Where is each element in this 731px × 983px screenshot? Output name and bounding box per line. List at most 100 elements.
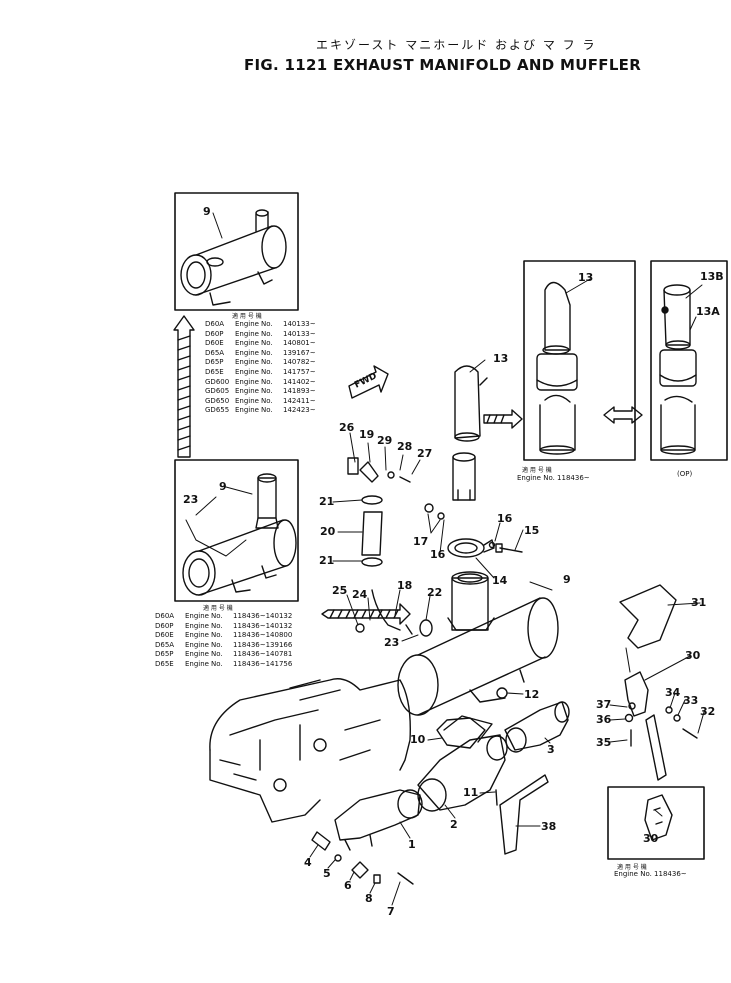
- callout-20: 20: [320, 525, 336, 538]
- panel-serial-note: Engine No. 118436~: [517, 474, 590, 482]
- bolt-15: [495, 543, 523, 553]
- lower-serial-heading: 適 用 号 機: [203, 605, 233, 612]
- callout-15: 15: [524, 524, 540, 537]
- washer-8: [373, 874, 381, 884]
- callout-36: 36: [596, 713, 612, 726]
- callout-16: 16: [497, 512, 513, 525]
- callout-27: 27: [417, 447, 433, 460]
- option-arrow-double: [603, 406, 643, 424]
- callout-21: 21: [319, 554, 335, 567]
- callout-7: 7: [387, 905, 395, 918]
- callout-32: 32: [700, 705, 716, 718]
- flange-10: [436, 717, 486, 749]
- nut-33: [673, 714, 681, 722]
- gasket-4: [311, 831, 331, 851]
- plug-25: [355, 623, 365, 633]
- manifold-1: [334, 789, 423, 851]
- panel-serial-heading: 適 用 号 機: [522, 467, 552, 474]
- option-panel-13: [523, 260, 636, 461]
- ring-21-lower: [361, 557, 383, 567]
- bracket-31: [619, 584, 677, 649]
- bracket-30: [624, 671, 649, 717]
- callout-25: 25: [332, 584, 348, 597]
- nut-36: [624, 713, 634, 723]
- callout-37: 37: [596, 698, 612, 711]
- option-panel-13a: [650, 260, 728, 461]
- callout-34: 34: [665, 686, 681, 699]
- pipe-20: [361, 511, 383, 556]
- callout-33: 33: [683, 694, 699, 707]
- bolt-7: [397, 872, 414, 885]
- pipe-insert: [452, 452, 476, 501]
- detail-serial-note: Engine No. 118436~: [614, 870, 687, 878]
- washer-37: [628, 702, 636, 710]
- callout-3: 3: [547, 743, 555, 756]
- tube-18: [371, 589, 401, 631]
- callout-18: 18: [397, 579, 413, 592]
- callout-21: 21: [319, 495, 335, 508]
- callout-30: 30: [643, 832, 659, 845]
- upper-serial-heading: 適 用 号 機: [232, 313, 262, 320]
- applicability-arrow-vertical: [173, 315, 195, 458]
- callout-13b: 13B: [700, 270, 724, 283]
- title-japanese: エキゾースト マニホールド および マ フ ラ: [316, 38, 597, 52]
- screw-27: [399, 476, 411, 483]
- callout-23: 23: [183, 493, 199, 506]
- option-label: (OP): [677, 470, 693, 478]
- callout-31: 31: [691, 596, 707, 609]
- callout-11: 11: [463, 786, 479, 799]
- washer-28: [387, 471, 395, 479]
- manifold-3: [504, 701, 570, 753]
- callout-1: 1: [408, 838, 416, 851]
- manifold-2: [417, 715, 508, 812]
- callout-12: 12: [524, 688, 540, 701]
- callout-6: 6: [344, 879, 352, 892]
- nut-16: [488, 541, 496, 549]
- bolt-32: [682, 728, 698, 739]
- callout-13: 13: [578, 271, 594, 284]
- callout-28: 28: [397, 440, 413, 453]
- figure-title: FIG. 1121 EXHAUST MANIFOLD AND MUFFLER: [244, 56, 642, 74]
- callout-23: 23: [384, 636, 400, 649]
- clip-19: [359, 461, 379, 483]
- fwd-arrow: [348, 365, 389, 399]
- plate-26: [347, 457, 359, 475]
- option-arrow-right: [483, 409, 523, 429]
- washer-34: [665, 706, 673, 714]
- callout-24: 24: [352, 588, 368, 601]
- stay-bar: [645, 714, 667, 781]
- engine-block: [209, 678, 411, 823]
- bolt-11: [495, 789, 498, 806]
- callout-8: 8: [365, 892, 373, 905]
- callout-13a: 13A: [696, 305, 720, 318]
- callout-5: 5: [323, 867, 331, 880]
- callout-38: 38: [541, 820, 557, 833]
- detail-serial-heading: 適 用 号 機: [617, 864, 647, 871]
- plug-24: [405, 624, 413, 635]
- callout-30: 30: [685, 649, 701, 662]
- callout-17: 17: [413, 535, 429, 548]
- callout-9: 9: [219, 480, 227, 493]
- callout-9: 9: [203, 205, 211, 218]
- callout-14: 14: [492, 574, 508, 587]
- exhaust-pipe-13: [454, 365, 488, 442]
- washer-17b: [437, 512, 445, 520]
- gasket-22: [419, 619, 433, 637]
- inset-panel-upper-muffler: [174, 192, 299, 311]
- muffler-upper-inset: [180, 209, 287, 306]
